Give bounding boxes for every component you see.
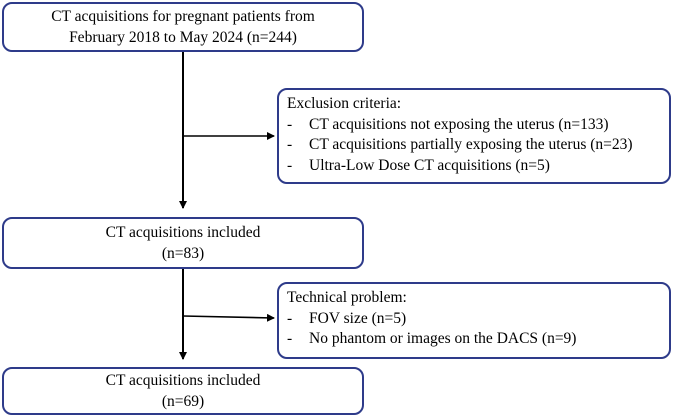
included-83-line2: (n=83)	[161, 245, 205, 262]
initial-acquisitions-box: CT acquisitions for pregnant patients fr…	[2, 2, 364, 52]
exclusion-criteria-title: Exclusion criteria:	[287, 95, 402, 112]
dash-bullet: -	[287, 330, 293, 347]
technical-item-text: No phantom or images on the DACS (n=9)	[309, 330, 577, 347]
exclusion-item-text: CT acquisitions not exposing the uterus …	[309, 115, 609, 133]
dash-bullet: -	[287, 156, 293, 174]
exclusion-item: - CT acquisitions partially exposing the…	[287, 135, 669, 156]
technical-item: - No phantom or images on the DACS (n=9)	[287, 329, 669, 350]
technical-item: - FOV size (n=5)	[287, 309, 669, 330]
exclusion-item: - CT acquisitions not exposing the uteru…	[287, 115, 669, 136]
dash-bullet: -	[287, 136, 293, 153]
dash-bullet: -	[287, 309, 293, 327]
technical-problem-title: Technical problem:	[287, 289, 407, 306]
technical-problem-box: Technical problem: - FOV size (n=5) - No…	[277, 282, 671, 359]
initial-acquisitions-line2: February 2018 to May 2024 (n=244)	[69, 29, 297, 46]
included-83-box: CT acquisitions included (n=83)	[2, 217, 364, 269]
arrow-to-technical-box	[182, 313, 275, 322]
included-69-line1: CT acquisitions included	[105, 372, 261, 389]
included-83-line1: CT acquisitions included	[105, 224, 261, 241]
exclusion-item-text: CT acquisitions partially exposing the u…	[309, 136, 633, 153]
included-69-box: CT acquisitions included (n=69)	[2, 367, 364, 415]
exclusion-criteria-box: Exclusion criteria: - CT acquisitions no…	[277, 88, 671, 184]
included-69-line2: (n=69)	[161, 393, 205, 410]
exclusion-item-text: Ultra-Low Dose CT acquisitions (n=5)	[309, 156, 550, 174]
initial-acquisitions-line1: CT acquisitions for pregnant patients fr…	[51, 8, 315, 25]
dash-bullet: -	[287, 115, 293, 133]
technical-item-text: FOV size (n=5)	[309, 309, 407, 327]
exclusion-item: - Ultra-Low Dose CT acquisitions (n=5)	[287, 156, 669, 177]
